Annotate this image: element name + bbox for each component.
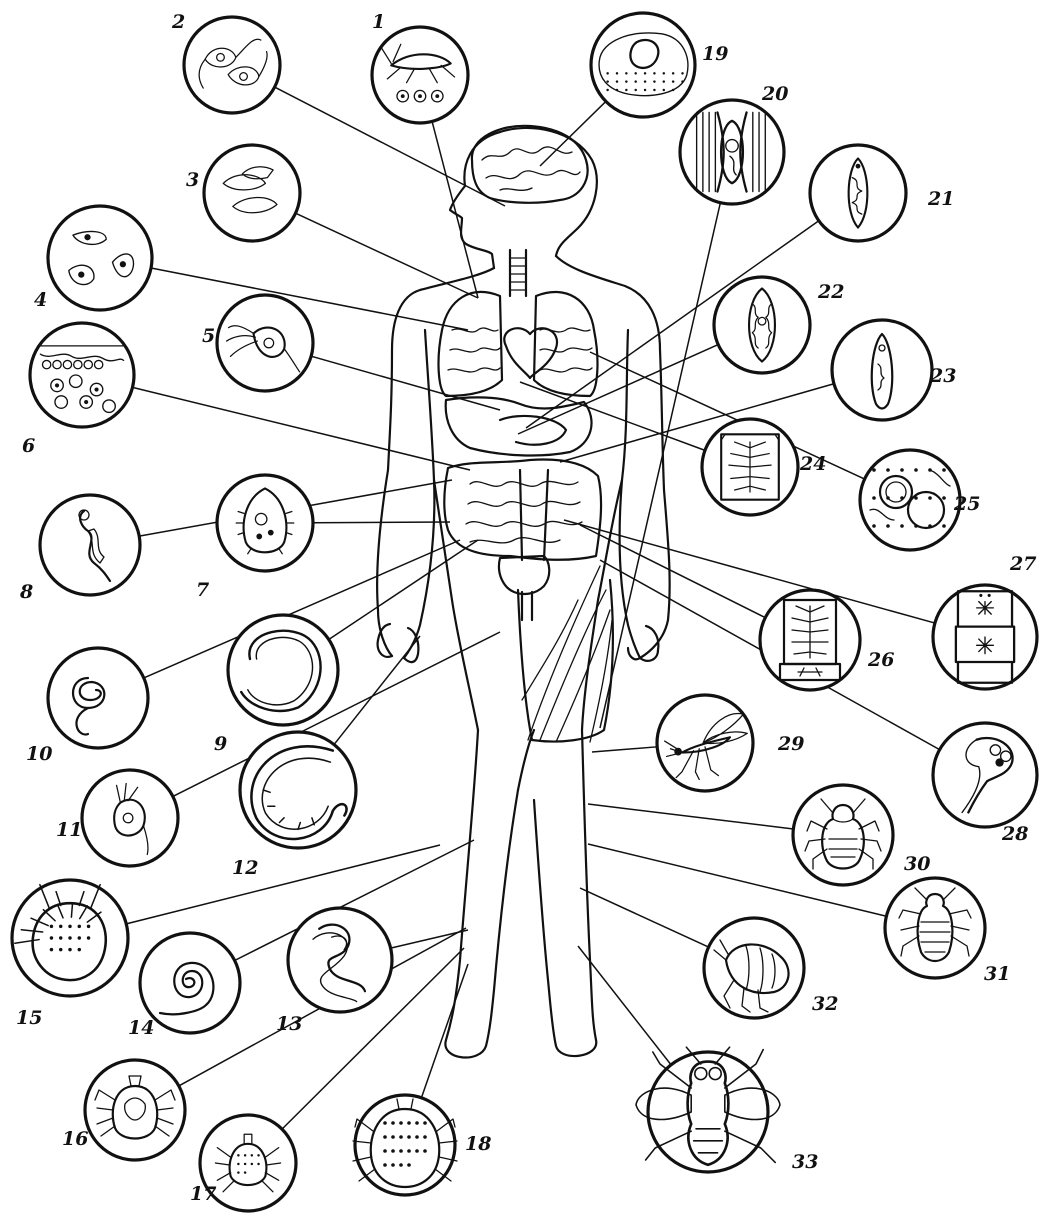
parasite-label-25: 25 [953, 493, 980, 515]
parasite-circle-15 [12, 880, 128, 996]
parasite-label-31: 31 [984, 963, 1010, 985]
parasite-circle-21 [810, 145, 906, 241]
parasite-circle-19 [591, 13, 695, 117]
parasite-circle-25 [860, 450, 960, 550]
parasite-circle-16 [85, 1060, 185, 1160]
circle-frame-14 [140, 933, 240, 1033]
parasite-label-16: 16 [62, 1128, 88, 1150]
circle-frame-33 [648, 1052, 768, 1172]
parasite-label-18: 18 [465, 1133, 491, 1155]
parasite-circle-5 [217, 295, 313, 391]
parasite-label-13: 13 [276, 1013, 302, 1035]
parasite-label-17: 17 [190, 1183, 216, 1205]
parasite-label-28: 28 [1001, 823, 1028, 845]
parasite-circle-10 [48, 648, 148, 748]
parasite-circle-30 [793, 785, 893, 885]
parasite-circle-27 [933, 585, 1037, 689]
parasite-label-14: 14 [128, 1017, 154, 1039]
parasite-circle-1 [372, 27, 468, 123]
parasite-circle-32 [704, 918, 804, 1018]
parasite-label-12: 12 [232, 857, 258, 879]
parasite-circle-31 [885, 878, 985, 978]
circle-frame-30 [793, 785, 893, 885]
circle-frame-19 [591, 13, 695, 117]
parasite-label-22: 22 [817, 281, 844, 303]
circle-frame-12 [240, 732, 356, 848]
parasite-circle-14 [140, 933, 240, 1033]
parasite-label-15: 15 [16, 1007, 42, 1029]
parasite-label-30: 30 [904, 853, 930, 875]
circle-frame-6 [30, 323, 134, 427]
circle-frame-1 [372, 27, 468, 123]
parasite-label-32: 32 [812, 993, 838, 1015]
parasite-label-2: 2 [171, 11, 185, 33]
parasite-label-3: 3 [186, 169, 199, 191]
parasite-circle-18 [353, 1095, 457, 1195]
parasite-circle-28 [933, 723, 1037, 827]
parasite-circle-22 [714, 277, 810, 373]
parasite-label-33: 33 [792, 1151, 818, 1173]
parasite-label-21: 21 [927, 188, 954, 210]
circle-frame-4 [48, 206, 152, 310]
parasite-label-23: 23 [929, 365, 956, 387]
parasite-label-1: 1 [372, 11, 385, 33]
circle-frame-11 [82, 770, 178, 866]
parasite-circle-2 [184, 17, 280, 113]
parasite-label-4: 4 [34, 289, 47, 311]
parasite-circle-26 [760, 590, 860, 690]
parasite-circle-24 [702, 419, 798, 515]
parasite-label-9: 9 [214, 733, 227, 755]
parasite-label-8: 8 [19, 581, 33, 603]
parasite-label-19: 19 [702, 43, 728, 65]
parasite-circle-13 [288, 908, 392, 1012]
parasite-circle-20 [680, 100, 784, 204]
circle-frame-2 [184, 17, 280, 113]
parasite-label-10: 10 [26, 743, 52, 765]
parasite-circle-23 [832, 320, 932, 420]
circle-frame-3 [204, 145, 300, 241]
parasite-circle-7 [217, 475, 313, 571]
parasite-circle-8 [40, 495, 140, 595]
parasite-circle-29 [657, 695, 753, 791]
parasite-label-11: 11 [56, 819, 82, 841]
circle-frame-5 [217, 295, 313, 391]
circle-frame-16 [85, 1060, 185, 1160]
parasite-label-24: 24 [799, 453, 826, 475]
parasite-circle-4 [48, 206, 152, 310]
parasite-label-5: 5 [202, 325, 215, 347]
parasite-circle-11 [82, 770, 178, 866]
parasite-label-7: 7 [196, 579, 209, 601]
parasite-label-27: 27 [1009, 553, 1036, 575]
parasite-label-26: 26 [867, 649, 894, 671]
parasite-label-29: 29 [777, 733, 804, 755]
parasite-circle-6 [30, 323, 134, 427]
parasite-circle-12 [240, 732, 356, 848]
parasite-circle-3 [204, 145, 300, 241]
parasite-label-20: 20 [761, 83, 788, 105]
parasite-label-6: 6 [22, 435, 35, 457]
parasite-circle-9 [228, 615, 338, 725]
